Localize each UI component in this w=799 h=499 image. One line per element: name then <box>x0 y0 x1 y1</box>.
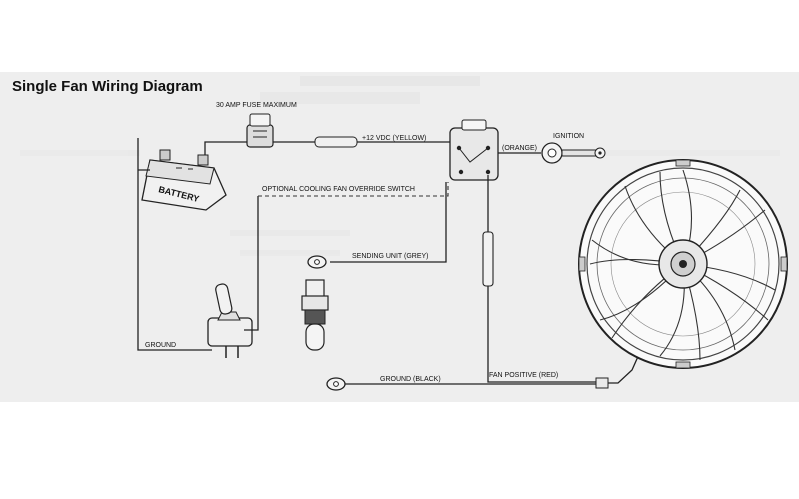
battery-icon <box>141 149 227 211</box>
override-dashed-wire <box>258 182 449 197</box>
ignition-label: IGNITION <box>553 133 584 140</box>
inline-fuse <box>314 136 358 148</box>
ground-ring-terminal-icon <box>326 377 346 391</box>
orange-wire-label: (ORANGE) <box>502 145 537 152</box>
fuse-holder <box>246 113 274 148</box>
sending-unit-wire <box>330 182 447 263</box>
switch-wire <box>244 196 259 331</box>
ground-left-label: GROUND <box>145 342 176 349</box>
override-toggle-switch <box>207 283 253 358</box>
fan-plug-connector <box>595 377 609 389</box>
fan-positive-wire-lower <box>487 286 596 383</box>
background-artifacts <box>20 76 780 256</box>
ignition-key-icon <box>541 142 606 164</box>
fan-positive-label: FAN POSITIVE (RED) <box>489 372 558 379</box>
ground-wire-left <box>137 138 212 351</box>
diagram-title: Single Fan Wiring Diagram <box>12 78 203 95</box>
yellow-wire-label: +12 VDC (YELLOW) <box>362 135 426 142</box>
ground-black-label: GROUND (BLACK) <box>380 376 441 383</box>
fan-lead-wire <box>608 351 641 384</box>
electric-fan-icon <box>578 159 788 369</box>
sending-unit-label: SENDING UNIT (GREY) <box>352 253 429 260</box>
sending-unit-terminal-icon <box>307 255 327 269</box>
battery-positive-wire <box>204 141 247 158</box>
inline-connector <box>482 231 494 287</box>
fuse-label: 30 AMP FUSE MAXIMUM <box>216 102 297 109</box>
override-label: OPTIONAL COOLING FAN OVERRIDE SWITCH <box>262 186 415 193</box>
fan-relay <box>449 119 499 181</box>
temperature-sensor-icon <box>301 279 329 351</box>
